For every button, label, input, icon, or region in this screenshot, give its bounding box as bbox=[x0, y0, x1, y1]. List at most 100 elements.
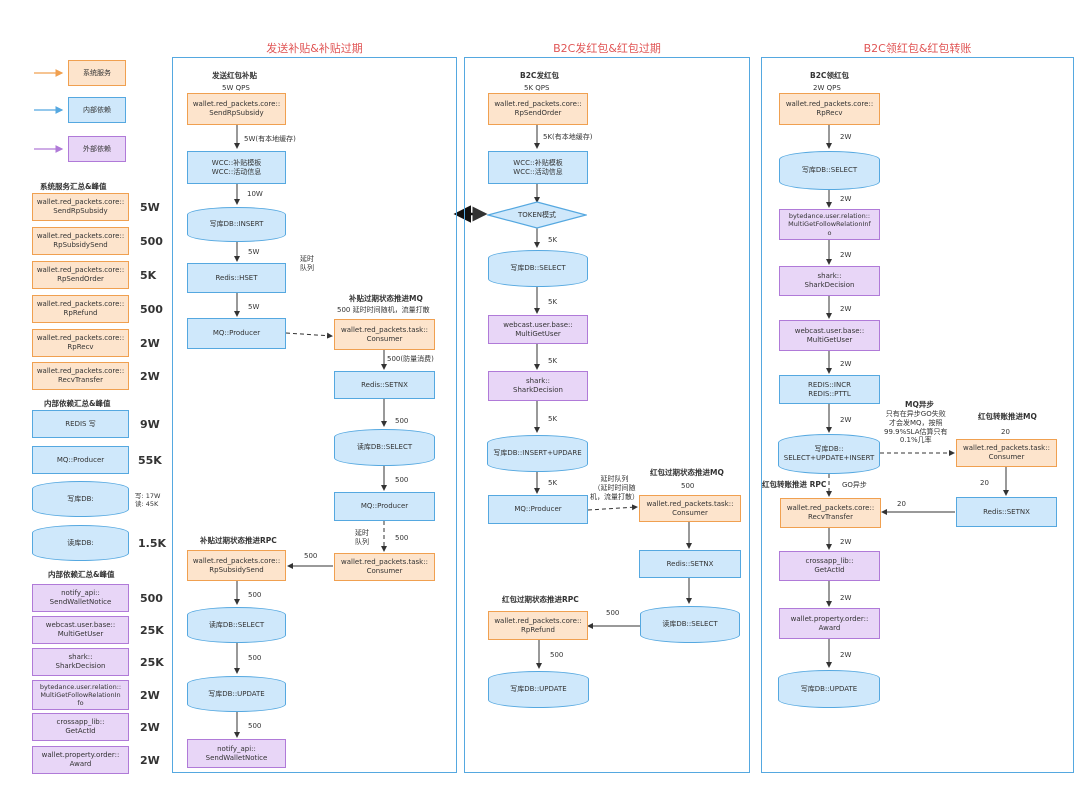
summary-ext-item: shark:: SharkDecision bbox=[32, 648, 129, 676]
p3-node-redis-incr: REDIS::INCR REDIS::PTTL bbox=[779, 375, 880, 404]
p2-edge-label: 5K(有本地缓存) bbox=[543, 133, 593, 141]
p3-edge-label: 2W bbox=[840, 195, 852, 203]
legend-sys: 系统服务 bbox=[68, 60, 126, 86]
p1-edge-label: 10W bbox=[247, 190, 263, 198]
p2-node-shark: shark:: SharkDecision bbox=[488, 371, 588, 401]
summary-sys-item: wallet.red_packets.core:: RpSendOrder bbox=[32, 261, 129, 289]
summary-sys-item: wallet.red_packets.core:: RpRecv bbox=[32, 329, 129, 357]
p2-edge-label: 5K bbox=[548, 298, 558, 306]
p3-node-db-multi: 写库DB:: SELECT+UPDATE+INSERT bbox=[778, 434, 880, 474]
p1-node-redis-setnx: Redis::SETNX bbox=[334, 371, 435, 399]
p3-edge-label: 2W bbox=[840, 416, 852, 424]
p2-qps: 5K QPS bbox=[524, 84, 550, 92]
p3-node-shark: shark:: SharkDecision bbox=[779, 266, 880, 296]
p3-edge-label: 2W bbox=[840, 594, 852, 602]
panel-title-b2c-send: B2C发红包&红包过期 bbox=[553, 42, 661, 55]
summary-ext-item: crossapp_lib:: GetActId bbox=[32, 713, 129, 741]
summary-ext-item: notify_api:: SendWalletNotice bbox=[32, 584, 129, 612]
summary-int-item: REDIS 写 bbox=[32, 410, 129, 438]
p2-edge-label: 5K bbox=[548, 357, 558, 365]
summary-sys-value: 5K bbox=[140, 269, 157, 282]
summary-sys-item: wallet.red_packets.core:: SendRpSubsidy bbox=[32, 193, 129, 221]
summary-sys-value: 2W bbox=[140, 370, 160, 383]
p1-edge-label: 500 bbox=[248, 654, 262, 662]
p1-node-redis-hset: Redis::HSET bbox=[187, 263, 286, 293]
summary-int-item: MQ::Producer bbox=[32, 446, 129, 474]
p3-edge-label: 2W bbox=[840, 651, 852, 659]
p3-rpc-title: 红包转账推进 RPC bbox=[762, 480, 827, 489]
panel-title-subsidy: 发送补贴&补贴过期 bbox=[266, 42, 363, 55]
p2-flow-title: B2C发红包 bbox=[520, 71, 559, 80]
p1-sub-note: 500 延时时间随机，流量打散 bbox=[337, 306, 430, 314]
p1-edge-label: 500 bbox=[395, 476, 409, 484]
p2-node-token-diamond bbox=[487, 201, 587, 229]
p2-edge-label: 500 bbox=[681, 482, 695, 490]
p3-node-redis-setnx: Redis::SETNX bbox=[956, 497, 1057, 527]
p3-node-db-update: 写库DB::UPDATE bbox=[778, 670, 880, 708]
p2-sub-title: 红包过期状态推进MQ bbox=[650, 468, 724, 477]
summary-ext-item: bytedance.user.relation:: MultiGetFollow… bbox=[32, 680, 129, 710]
summary-sys-item: wallet.red_packets.core:: RecvTransfer bbox=[32, 362, 129, 390]
p1-node-mq-producer-2: MQ::Producer bbox=[334, 492, 435, 521]
p1-edge-label: 500 bbox=[304, 552, 318, 560]
summary-int-db-read: 读库DB: bbox=[32, 525, 129, 561]
p2-node-rp-send-order: wallet.red_packets.core:: RpSendOrder bbox=[488, 93, 588, 125]
p3-node-follow-relation: bytedance.user.relation:: MultiGetFollow… bbox=[779, 209, 880, 240]
p2-edge-label: 5K bbox=[548, 236, 558, 244]
p3-edge-label: 2W bbox=[840, 305, 852, 313]
summary-ext-value: 500 bbox=[140, 592, 163, 605]
p2-node-db-update: 写库DB::UPDATE bbox=[488, 671, 589, 708]
p2-node-rp-refund: wallet.red_packets.core:: RpRefund bbox=[488, 611, 588, 640]
p2-edge-label: 500 bbox=[550, 651, 564, 659]
p1-node-consumer: wallet.red_packets.task:: Consumer bbox=[334, 319, 435, 350]
p1-node-rp-subsidy-send: wallet.red_packets.core:: RpSubsidySend bbox=[187, 550, 286, 581]
p2-rpc-title: 红包过期状态推进RPC bbox=[502, 595, 579, 604]
p1-edge-label: 5W(有本地缓存) bbox=[244, 135, 296, 143]
summary-ext-item: wallet.property.order:: Award bbox=[32, 746, 129, 774]
p2-node-redis-setnx: Redis::SETNX bbox=[639, 550, 741, 578]
p2-delay-label: 延时队列 （延时时间随 机，流量打散） bbox=[590, 475, 639, 501]
p3-node-recv-transfer: wallet.red_packets.core:: RecvTransfer bbox=[780, 498, 881, 528]
p2-node-db-select-2: 读库DB::SELECT bbox=[640, 606, 740, 643]
legend-internal: 内部依赖 bbox=[68, 97, 126, 123]
p1-rpc-title: 补贴过期状态推进RPC bbox=[200, 536, 277, 545]
summary-sys-item: wallet.red_packets.core:: RpRefund bbox=[32, 295, 129, 323]
summary-ext-item: webcast.user.base:: MultiGetUser bbox=[32, 616, 129, 644]
summary-ext-value: 2W bbox=[140, 689, 160, 702]
p3-sub-title: 红包转账推进MQ bbox=[978, 412, 1037, 421]
p1-node-wcc: WCC::补贴模板 WCC::活动信息 bbox=[187, 151, 286, 184]
summary-ext-value: 2W bbox=[140, 754, 160, 767]
panel-b2c-recv bbox=[761, 57, 1074, 773]
p3-edge-label: 2W bbox=[840, 360, 852, 368]
p1-edge-label: 500 bbox=[395, 417, 409, 425]
p1-node-send-rp-subsidy: wallet.red_packets.core:: SendRpSubsidy bbox=[187, 93, 286, 125]
p1-qps: 5W QPS bbox=[222, 84, 250, 92]
p3-go-async: GO异步 bbox=[842, 481, 867, 489]
p1-node-db-insert: 写库DB::INSERT bbox=[187, 207, 286, 242]
panel-b2c-send bbox=[464, 57, 750, 773]
panel-title-b2c-recv: B2C领红包&红包转账 bbox=[863, 42, 972, 55]
p1-node-mq-producer: MQ::Producer bbox=[187, 318, 286, 349]
p2-token-label: TOKEN模式 bbox=[517, 210, 557, 219]
p1-edge-label: 5W bbox=[248, 303, 260, 311]
p1-edge-label: 500(防量消费) bbox=[387, 355, 434, 363]
p3-edge-label: 20 bbox=[1001, 428, 1010, 436]
summary-sys-value: 500 bbox=[140, 303, 163, 316]
p1-delay-label: 延时 队列 bbox=[300, 255, 314, 272]
p1-edge-label: 500 bbox=[395, 534, 409, 542]
summary-ext-value: 2W bbox=[140, 721, 160, 734]
p1-node-consumer-2: wallet.red_packets.task:: Consumer bbox=[334, 553, 435, 581]
p2-edge-label: 5K bbox=[548, 415, 558, 423]
p1-sub-title: 补贴过期状态推进MQ bbox=[349, 294, 423, 303]
p3-flow-title: B2C领红包 bbox=[810, 71, 849, 80]
summary-int-value: 写: 17W 读: 45K bbox=[135, 492, 161, 509]
p3-mq-async-title: MQ异步 bbox=[905, 400, 934, 409]
p1-edge-label: 500 bbox=[248, 722, 262, 730]
p2-edge-label: 5K bbox=[548, 479, 558, 487]
p3-edge-label: 20 bbox=[897, 500, 906, 508]
p3-edge-label: 2W bbox=[840, 133, 852, 141]
p3-edge-label: 2W bbox=[840, 251, 852, 259]
p1-node-notify: notify_api:: SendWalletNotice bbox=[187, 739, 286, 768]
summary-sys-value: 2W bbox=[140, 337, 160, 350]
p3-edge-label: 2W bbox=[840, 538, 852, 546]
